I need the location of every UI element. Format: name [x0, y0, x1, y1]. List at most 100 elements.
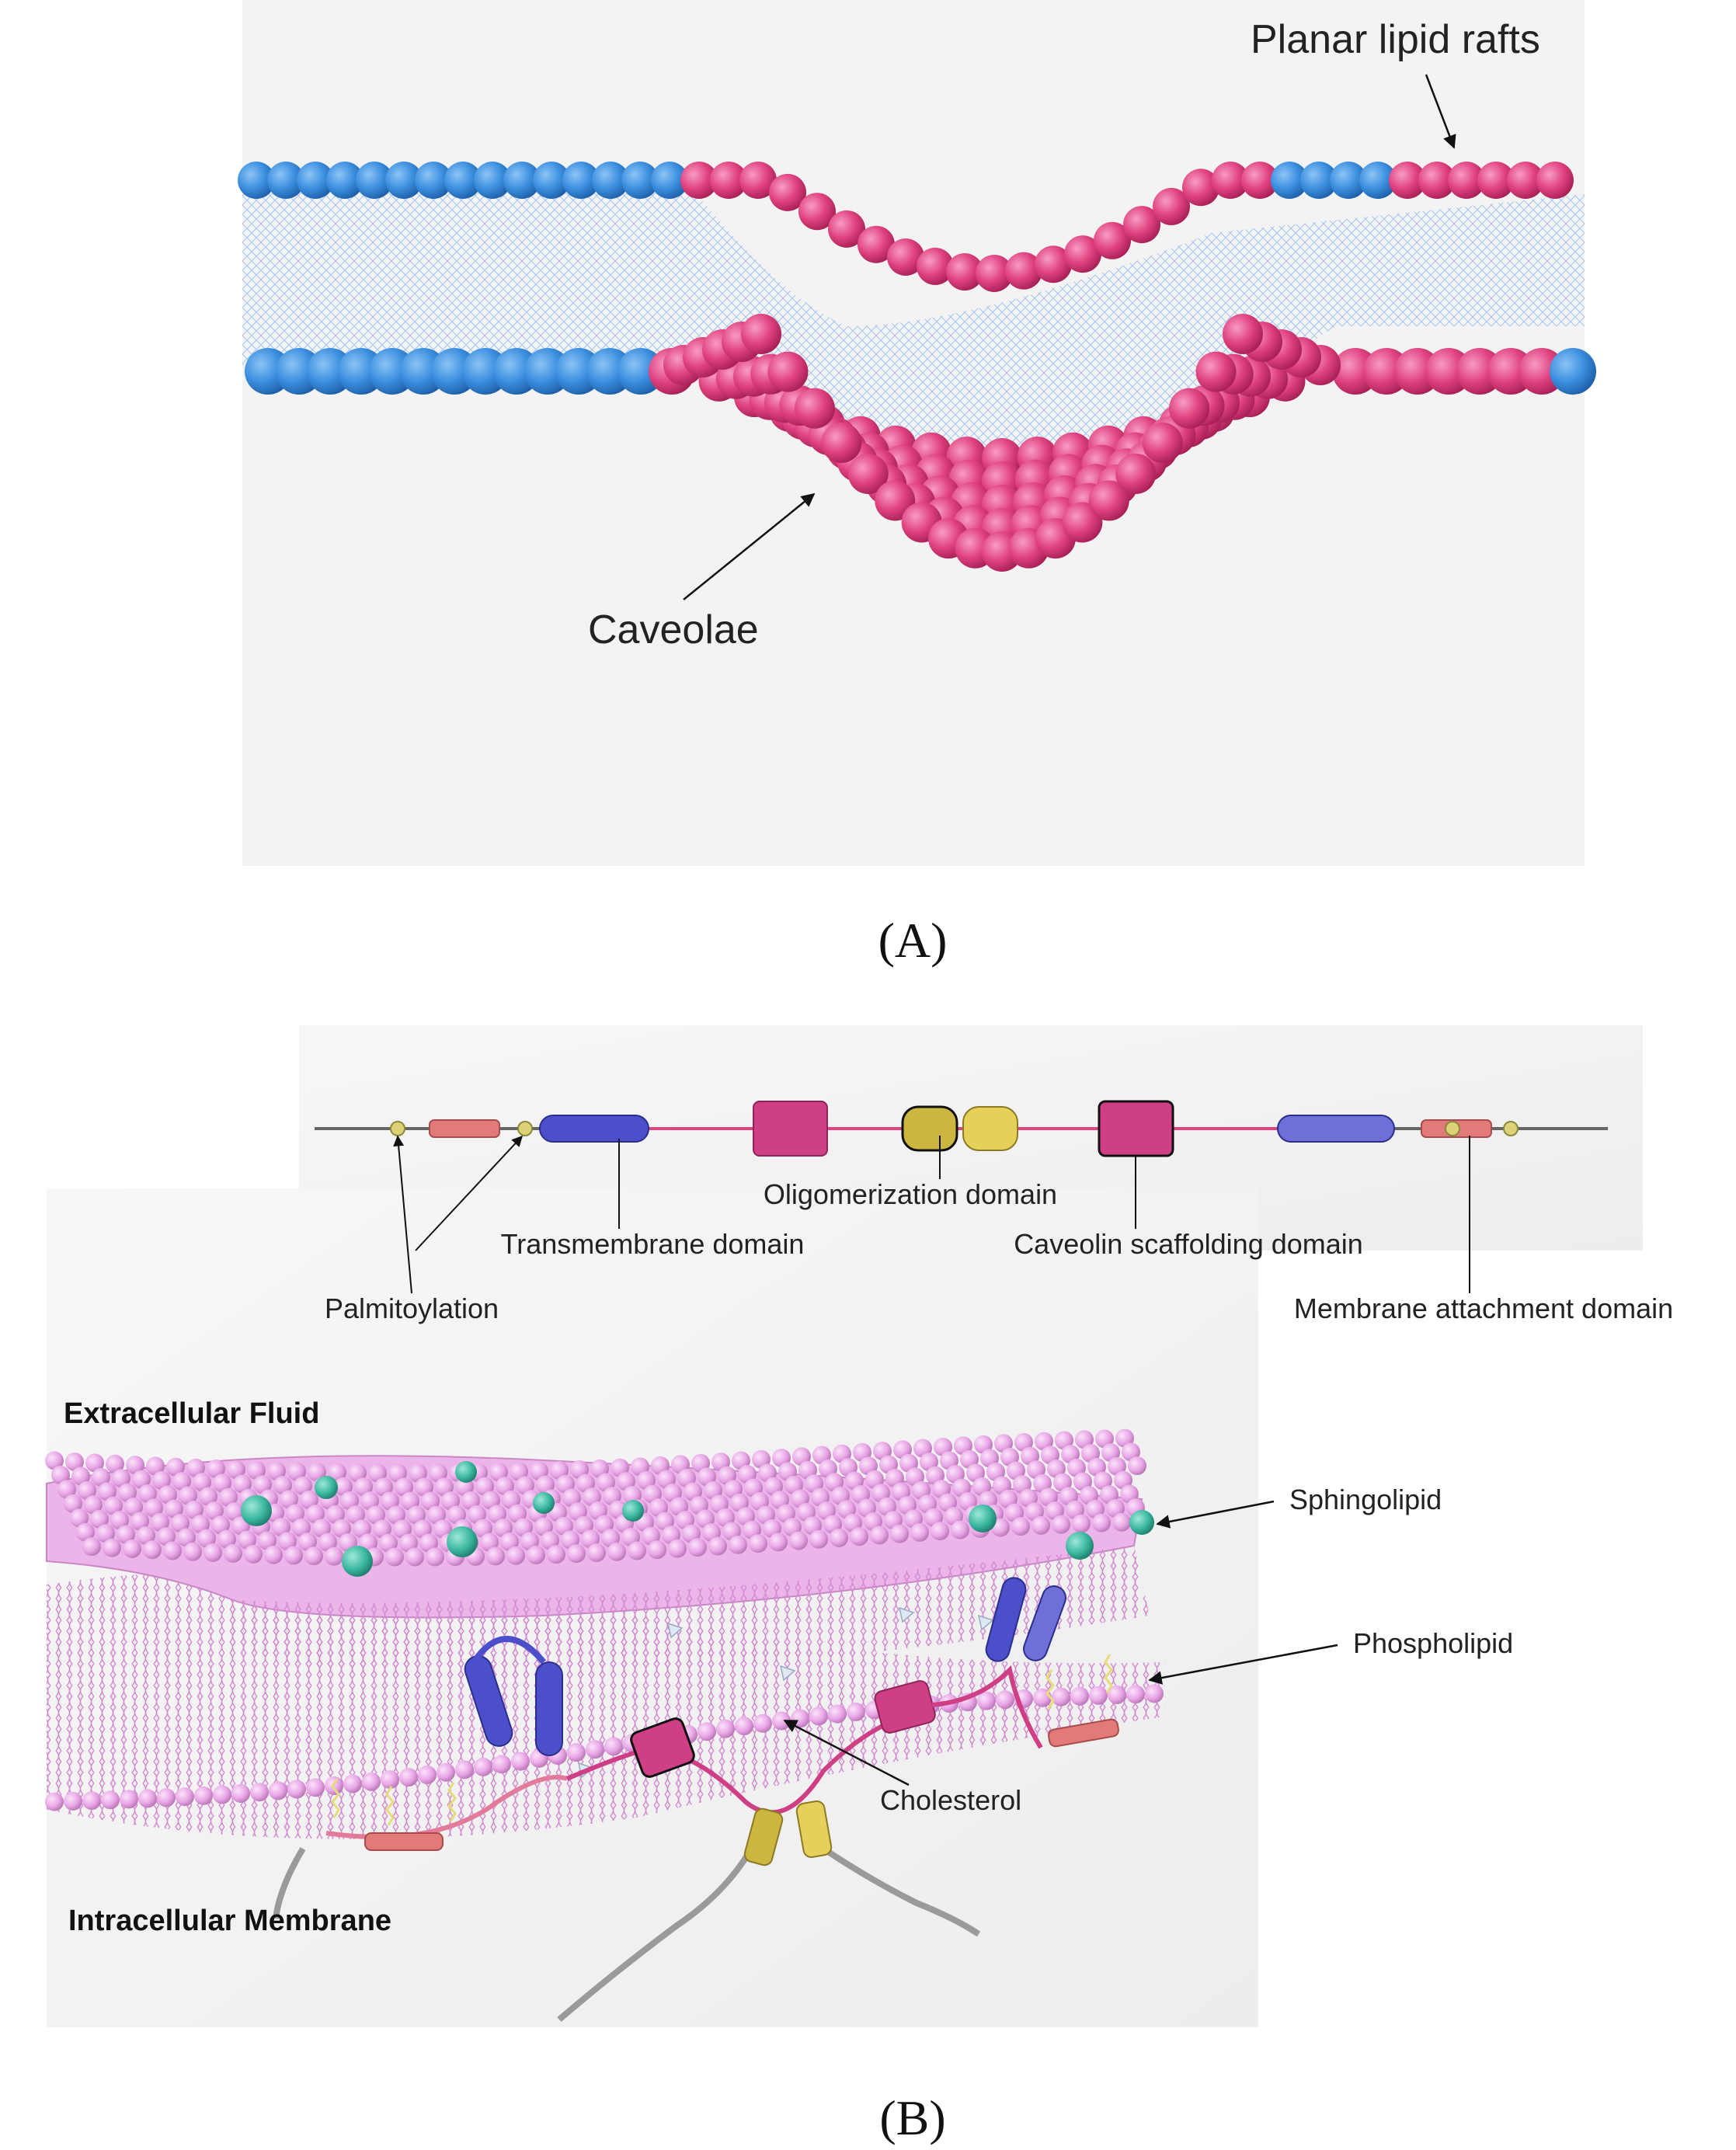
phospholipid-head	[186, 1458, 205, 1477]
phospholipid-head	[749, 1534, 767, 1553]
phospholipid-head	[381, 1770, 399, 1790]
phospholipid-head	[157, 1527, 176, 1546]
phospholipid-head	[977, 1691, 996, 1710]
phospholipid-head	[183, 1542, 202, 1561]
phospholipid-head	[433, 1519, 452, 1539]
phospholipid-head	[258, 1531, 277, 1550]
oligomerization-cylinder-1	[901, 1105, 958, 1152]
phospholipid-head	[1145, 1684, 1164, 1703]
phospholipid-head	[447, 1505, 466, 1525]
phospholipid-head	[70, 1508, 89, 1528]
lipid-head-upper	[710, 162, 747, 199]
phospholipid-head	[272, 1518, 290, 1537]
caveola-lipid-head	[1195, 351, 1237, 392]
phospholipid-head	[85, 1453, 104, 1473]
phospholipid-head	[688, 1538, 707, 1557]
sphingolipid-head	[241, 1495, 272, 1526]
phospholipid-head	[64, 1791, 82, 1811]
phospholipid-head	[227, 1460, 245, 1480]
phospholipid-head	[511, 1752, 530, 1771]
phospholipid-head	[1108, 1686, 1126, 1705]
lipid-head-upper	[474, 162, 511, 199]
phospholipid-head	[1112, 1512, 1131, 1532]
phospholipid-head	[233, 1474, 252, 1494]
phospholipid-head	[455, 1760, 474, 1779]
lipid-head-upper	[739, 162, 777, 199]
sphingolipid-head	[533, 1492, 555, 1514]
phospholipid-head	[1032, 1515, 1050, 1535]
phospholipid-head	[172, 1472, 191, 1491]
phospholipid-head	[278, 1532, 297, 1551]
label-caveolin-scaffolding-domain: Caveolin scaffolding domain	[1014, 1228, 1363, 1260]
palmitoyl-chain-5	[1104, 1654, 1113, 1694]
caveolin-linker-1	[565, 1722, 887, 1815]
lipid-head-upper	[1123, 206, 1160, 244]
lipid-head-upper	[1300, 162, 1338, 199]
cholesterol-molecule-1	[666, 1622, 684, 1639]
phospholipid-head	[729, 1535, 747, 1554]
phospholipid-head	[90, 1509, 109, 1529]
caveola-lipid-head	[1169, 388, 1210, 429]
lipid-head-upper	[946, 253, 983, 291]
phospholipid-head	[789, 1531, 808, 1550]
phospholipid-head	[250, 1783, 269, 1802]
phospholipid-head	[64, 1494, 82, 1513]
phospholipid-head	[1011, 1517, 1030, 1536]
lipid-head-upper	[562, 162, 600, 199]
phospholipid-head	[474, 1757, 492, 1776]
phospholipid-head	[340, 1491, 359, 1510]
phospholipid-head	[158, 1485, 177, 1505]
phospholipid-head	[101, 1790, 120, 1810]
phospholipid-head	[830, 1528, 848, 1547]
phospholipid-head	[65, 1452, 84, 1471]
label-caveolae: Caveolae	[588, 607, 759, 652]
sphingolipid-head	[1129, 1510, 1154, 1535]
phospholipid-head	[604, 1737, 623, 1756]
caveola-pit	[663, 314, 1341, 572]
sphingolipid-head	[315, 1476, 338, 1499]
lipid-head-upper	[267, 162, 304, 199]
phospholipid-head	[231, 1783, 250, 1803]
phospholipid-head	[286, 1504, 304, 1523]
phospholipid-head	[306, 1778, 325, 1797]
phospholipid-head	[326, 1505, 345, 1524]
cholesterol-molecule-2	[779, 1665, 796, 1682]
phospholipid-head	[171, 1514, 190, 1533]
phospholipid-head	[547, 1545, 565, 1564]
phospholipid-head	[280, 1490, 298, 1509]
phospholipid-head	[850, 1527, 868, 1546]
palmitoyl-chain-4	[1045, 1669, 1055, 1710]
lipid-head-upper	[356, 162, 393, 199]
lipid-head-upper	[503, 162, 541, 199]
phospholipid-head	[381, 1491, 399, 1511]
phospholipid-head	[429, 1463, 447, 1483]
caveola-lipid-head	[1115, 453, 1157, 494]
lipid-head-upper	[238, 162, 275, 199]
caveolin-protein	[273, 1577, 1119, 2023]
lipid-head-upper	[415, 162, 452, 199]
palmitoyl-chain-2	[385, 1786, 395, 1826]
phospholipid-head	[996, 1690, 1014, 1710]
phospholipid-head	[360, 1491, 379, 1511]
phospholipid-head	[244, 1544, 263, 1564]
lipid-head-upper	[1153, 187, 1190, 225]
phospholipid-head	[437, 1762, 455, 1782]
lipid-head-upper	[1271, 162, 1308, 199]
phospholipid-head	[104, 1496, 123, 1515]
phospholipid-head	[368, 1463, 387, 1483]
phospholipid-head	[287, 1779, 306, 1799]
arrow-planar-lipid-rafts	[1425, 74, 1456, 149]
phospholipid-head	[123, 1539, 141, 1558]
phospholipid-head	[354, 1477, 373, 1497]
panel-a-upper-leaflet	[238, 162, 1574, 292]
label-phospholipid: Phospholipid	[1353, 1627, 1513, 1659]
phospholipid-head	[120, 1790, 138, 1809]
phospholipid-head	[298, 1532, 317, 1551]
phospholipid-head	[219, 1487, 238, 1507]
panel-a-lower-leaflet	[245, 348, 1596, 395]
phospholipid-head	[1126, 1685, 1145, 1704]
phospholipid-head	[393, 1519, 412, 1539]
phospholipid-head	[57, 1480, 76, 1499]
phospholipid-head	[204, 1543, 222, 1562]
